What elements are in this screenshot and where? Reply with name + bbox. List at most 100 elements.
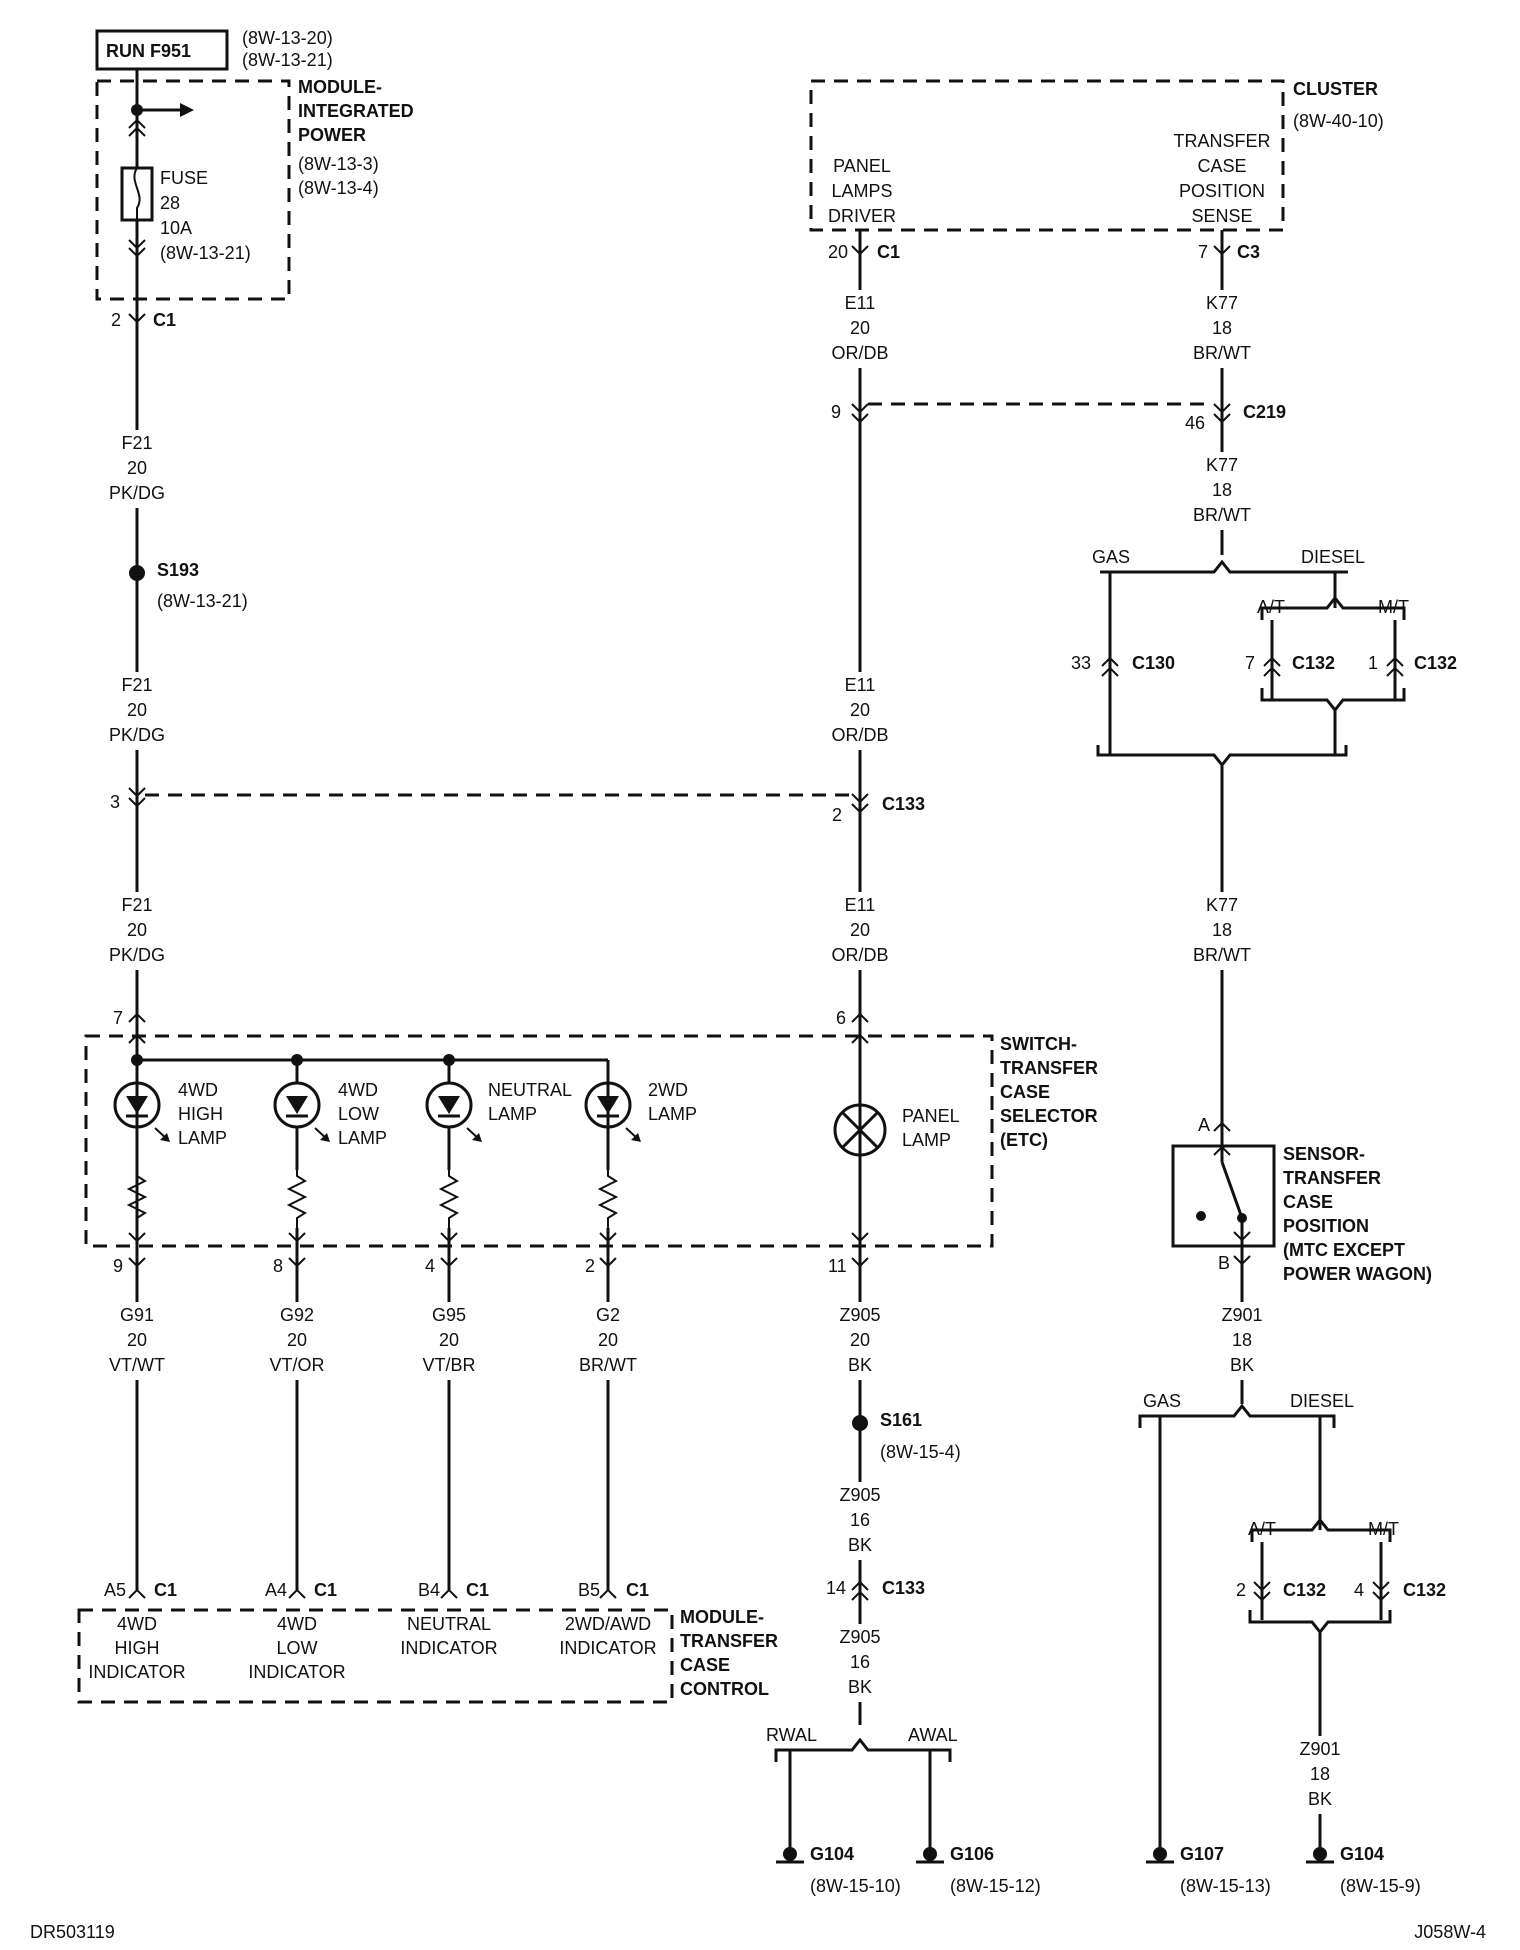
resistor-icon — [597, 1170, 619, 1228]
fuse-ref: (8W-13-21) — [160, 243, 251, 263]
z905-16-code-2: Z905 — [839, 1627, 880, 1647]
sensor-title-4: POSITION — [1283, 1216, 1369, 1236]
z901-code-2: Z901 — [1299, 1739, 1340, 1759]
c132-low-mt-name: C132 — [1403, 1580, 1446, 1600]
k77-code-2: K77 — [1206, 455, 1238, 475]
led-4wd-low-lamp-icon — [273, 1081, 330, 1142]
switch-contact-icon — [1220, 1161, 1244, 1219]
f21-color-2: PK/DG — [109, 725, 165, 745]
tcc-c1-b4: C1 — [466, 1580, 489, 1600]
c219-right-pin: 46 — [1185, 413, 1205, 433]
lamp3-l1: NEUTRAL — [488, 1080, 572, 1100]
module-ip-box — [95, 79, 291, 301]
footer-left: DR503119 — [30, 1922, 115, 1942]
sensor-a-pin: A — [1198, 1115, 1210, 1135]
switch-title-1: SWITCH- — [1000, 1034, 1077, 1054]
c1-name: C1 — [153, 310, 176, 330]
panel-lamp-l2: LAMP — [902, 1130, 951, 1150]
g2-gauge: 20 — [598, 1330, 618, 1350]
tcc-c1-b5: C1 — [626, 1580, 649, 1600]
z905-20-gauge: 20 — [850, 1330, 870, 1350]
e11-gauge-1: 20 — [850, 318, 870, 338]
led-4wd-high-lamp-icon — [113, 1081, 170, 1142]
e11-code-1: E11 — [845, 293, 876, 313]
e11-gauge-2: 20 — [850, 700, 870, 720]
k77-code-1: K77 — [1206, 293, 1238, 313]
opt-diesel-low: DIESEL — [1290, 1391, 1354, 1411]
run-f951-box — [95, 29, 229, 71]
z905-16-color-1: BK — [848, 1535, 872, 1555]
option-split-gas-diesel-lower — [1138, 1403, 1336, 1428]
s193-name: S193 — [157, 560, 199, 580]
c132-at-pin: 7 — [1245, 653, 1255, 673]
switch-title-5: (ETC) — [1000, 1130, 1048, 1150]
cluster-box — [809, 79, 1285, 232]
k77-gauge-2: 18 — [1212, 480, 1232, 500]
cluster-ref: (8W-40-10) — [1293, 111, 1384, 131]
option-split-rwal-awal — [774, 1737, 952, 1762]
g104a-ref: (8W-15-10) — [810, 1876, 901, 1896]
run-ref-2: (8W-13-21) — [242, 50, 333, 70]
sensor-title-6: POWER WAGON) — [1283, 1264, 1432, 1284]
z905-16-gauge-2: 16 — [850, 1652, 870, 1672]
cluster-right-term-4: SENSE — [1191, 206, 1252, 226]
lamp2-l2: LOW — [338, 1104, 379, 1124]
tcc-term3-l1: NEUTRAL — [407, 1614, 491, 1634]
sensor-title-5: (MTC EXCEPT — [1283, 1240, 1405, 1260]
ground-g104-a-icon — [776, 1847, 804, 1864]
module-ip-ref-1: (8W-13-3) — [298, 154, 379, 174]
sensor-tcp-box — [1171, 1144, 1276, 1248]
e11-color-1: OR/DB — [831, 343, 888, 363]
fuse-rating: 10A — [160, 218, 192, 238]
connector-c133-left-icon — [128, 787, 146, 808]
resistor-icon — [438, 1170, 460, 1228]
resistor-icon — [286, 1170, 308, 1228]
g95-code: G95 — [432, 1305, 466, 1325]
module-ip-title-2: INTEGRATED — [298, 101, 414, 121]
cluster-right-term-3: POSITION — [1179, 181, 1265, 201]
sensor-title-2: TRANSFER — [1283, 1168, 1381, 1188]
opt-at-low: A/T — [1248, 1519, 1276, 1539]
lamp1-l1: 4WD — [178, 1080, 218, 1100]
z901-gauge-2: 18 — [1310, 1764, 1330, 1784]
cluster-left-term-3: DRIVER — [828, 206, 896, 226]
g106-name: G106 — [950, 1844, 994, 1864]
z905-16-color-2: BK — [848, 1677, 872, 1697]
cl-c3-name: C3 — [1237, 242, 1260, 262]
cl-c1-pin: 20 — [828, 242, 848, 262]
z905-16-code-1: Z905 — [839, 1485, 880, 1505]
sensor-title-3: CASE — [1283, 1192, 1333, 1212]
sensor-b-pin: B — [1218, 1253, 1230, 1273]
lamp4-l1: 2WD — [648, 1080, 688, 1100]
g95-gauge: 20 — [439, 1330, 459, 1350]
tcc-term4-l1: 2WD/AWD — [565, 1614, 651, 1634]
led-neutral-lamp-icon — [425, 1081, 482, 1142]
f21-code-3: F21 — [121, 895, 152, 915]
cl-c3-pin: 7 — [1198, 242, 1208, 262]
c132-low-at-pin: 2 — [1236, 1580, 1246, 1600]
g2-color: BR/WT — [579, 1355, 637, 1375]
module-ip-title-1: MODULE- — [298, 77, 382, 97]
ground-g107-icon — [1146, 1847, 1174, 1864]
c130-pin: 33 — [1071, 653, 1091, 673]
z905-20-code: Z905 — [839, 1305, 880, 1325]
z901-color-1: BK — [1230, 1355, 1254, 1375]
tcc-title-2: TRANSFER — [680, 1631, 778, 1651]
switch-title-4: SELECTOR — [1000, 1106, 1098, 1126]
tcc-c1-a4: C1 — [314, 1580, 337, 1600]
g2-code: G2 — [596, 1305, 620, 1325]
f21-gauge-3: 20 — [127, 920, 147, 940]
tcc-term2-l1: 4WD — [277, 1614, 317, 1634]
c130-name: C130 — [1132, 653, 1175, 673]
tcc-pin-b5: B5 — [578, 1580, 600, 1600]
e11-color-2: OR/DB — [831, 725, 888, 745]
cluster-right-term-2: CASE — [1197, 156, 1246, 176]
lamp1-l2: HIGH — [178, 1104, 223, 1124]
cluster-right-term-1: TRANSFER — [1173, 131, 1270, 151]
lamp2-l1: 4WD — [338, 1080, 378, 1100]
tcc-title-4: CONTROL — [680, 1679, 769, 1699]
connector-female-icon — [128, 118, 146, 137]
option-split-at-mt-lower — [1250, 1517, 1392, 1542]
e11-gauge-3: 20 — [850, 920, 870, 940]
